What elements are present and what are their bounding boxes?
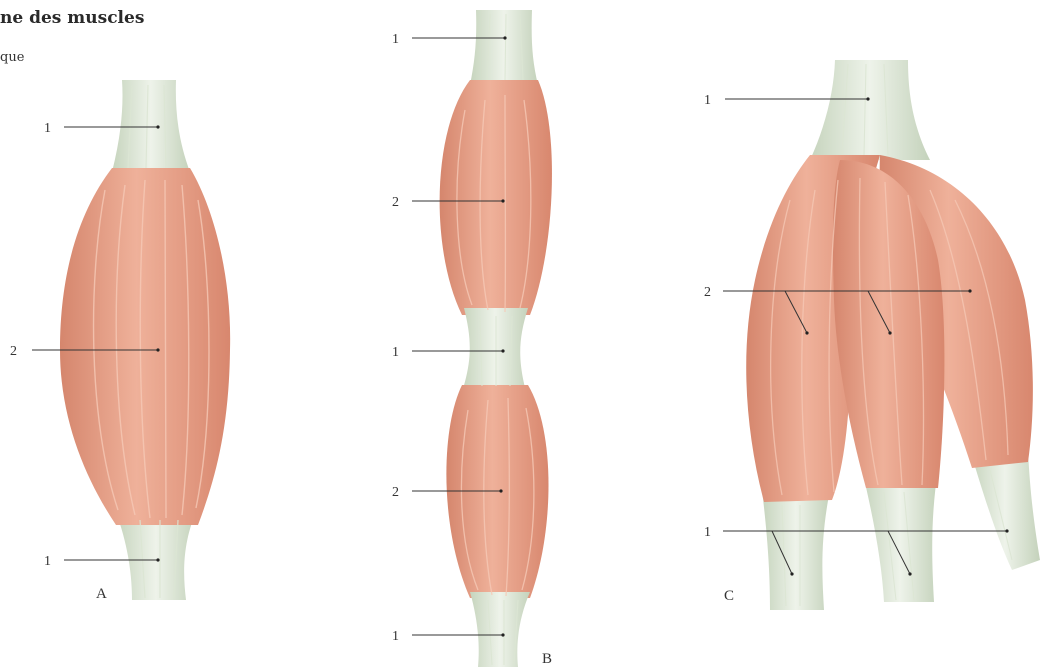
label-b-tendon-top: 1 [392,32,399,47]
muscle-c-tricipital [746,60,1040,610]
label-b-belly-upper: 2 [392,195,399,210]
muscle-b-tendon-middle [462,308,528,392]
label-b-tendon-middle: 1 [392,345,399,360]
muscle-c-tendon-bottom-left [762,490,830,610]
muscle-a-tendon-top [112,80,190,172]
label-a-belly: 2 [10,344,17,359]
label-c-belly: 2 [704,285,711,300]
figure-letter-a: A [96,586,107,602]
muscle-b-tendon-bottom [470,592,530,667]
figure-letter-c: C [724,588,734,604]
muscle-b-tendon-top [470,10,538,85]
label-b-belly-lower: 2 [392,485,399,500]
label-c-tendon-bottom: 1 [704,525,711,540]
label-b-tendon-bottom: 1 [392,629,399,644]
label-a-tendon-top: 1 [44,121,51,136]
label-c-tendon-top: 1 [704,93,711,108]
label-a-tendon-bottom: 1 [44,554,51,569]
muscle-c-tendon-top [810,60,930,160]
muscle-a-fusiform [60,80,230,600]
muscle-b-digastric [440,10,552,667]
muscle-c-tendon-bottom-right [970,450,1040,570]
figure-letter-b: B [542,651,552,667]
muscle-c-tendon-bottom-middle [862,470,938,602]
muscle-a-tendon-bottom [116,512,196,600]
